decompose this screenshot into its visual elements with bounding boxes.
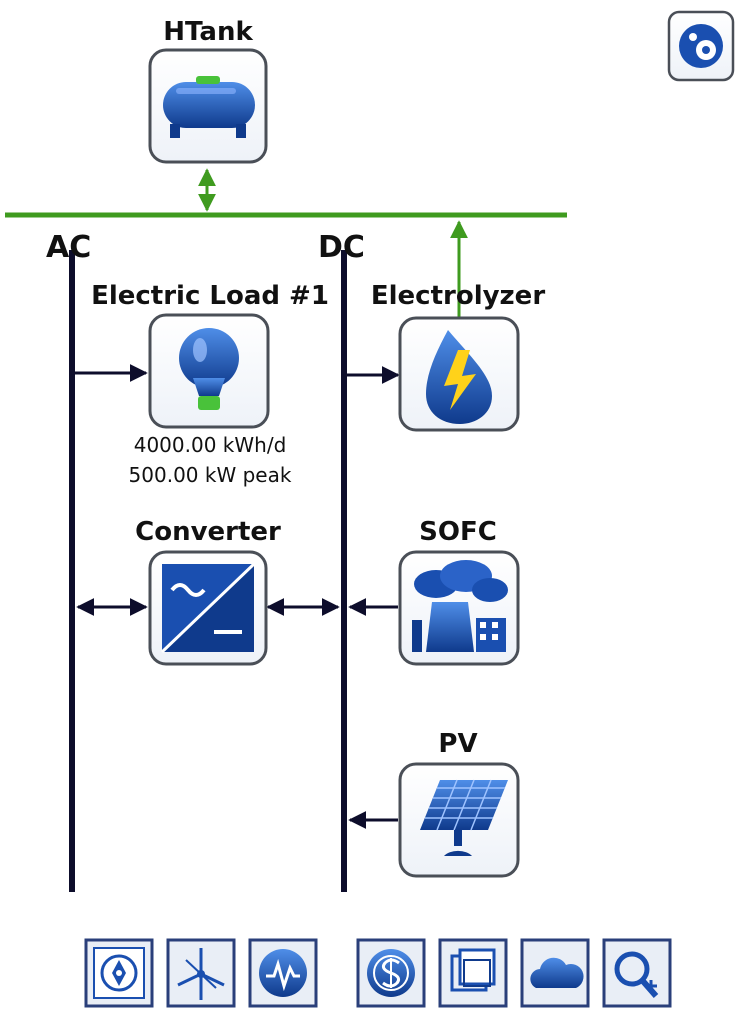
electric-load-energy: 4000.00 kWh/d — [134, 433, 287, 457]
hydrogen-tank-icon — [163, 76, 255, 138]
cloud-icon — [530, 957, 584, 988]
pv-component[interactable] — [398, 762, 520, 878]
electrolyzer-component[interactable] — [398, 316, 520, 432]
htank-component[interactable] — [148, 48, 268, 164]
electric-load-peak: 500.00 kW peak — [129, 463, 292, 487]
ac-dc-converter-icon — [160, 562, 256, 654]
toolbar-button-dollar[interactable] — [356, 938, 426, 1008]
sofc-label: SOFC — [419, 517, 497, 547]
ac-bus-label: AC — [46, 230, 91, 265]
bottom-toolbar — [84, 938, 672, 1008]
compass-icon — [100, 954, 138, 992]
htank-label: HTank — [163, 17, 253, 47]
water-drop-lightning-icon — [426, 330, 492, 424]
toolbar-button-waveform[interactable] — [248, 938, 318, 1008]
options-icon[interactable] — [667, 10, 735, 82]
dc-bus-label: DC — [318, 230, 365, 265]
search-icon — [614, 951, 659, 998]
waveform-icon — [259, 949, 307, 997]
toolbar-button-wind[interactable] — [166, 938, 236, 1008]
electric-load-component[interactable] — [148, 313, 270, 429]
toolbar-button-compass[interactable] — [84, 938, 154, 1008]
sofc-component[interactable] — [398, 550, 520, 666]
fuel-cell-plant-icon — [412, 560, 508, 652]
pv-label: PV — [438, 729, 477, 759]
wind-turbine-icon — [177, 948, 225, 1000]
toolbar-button-cloud[interactable] — [520, 938, 590, 1008]
light-bulb-icon — [179, 328, 239, 410]
converter-label: Converter — [135, 517, 281, 547]
converter-component[interactable] — [148, 550, 268, 666]
electrolyzer-label: Electrolyzer — [371, 281, 545, 311]
solar-panel-icon — [420, 779, 508, 856]
toolbar-button-layers[interactable] — [438, 938, 508, 1008]
dollar-icon — [367, 949, 415, 997]
layers-icon — [450, 948, 496, 992]
electric-load-label: Electric Load #1 — [91, 281, 329, 311]
toolbar-button-search[interactable] — [602, 938, 672, 1008]
